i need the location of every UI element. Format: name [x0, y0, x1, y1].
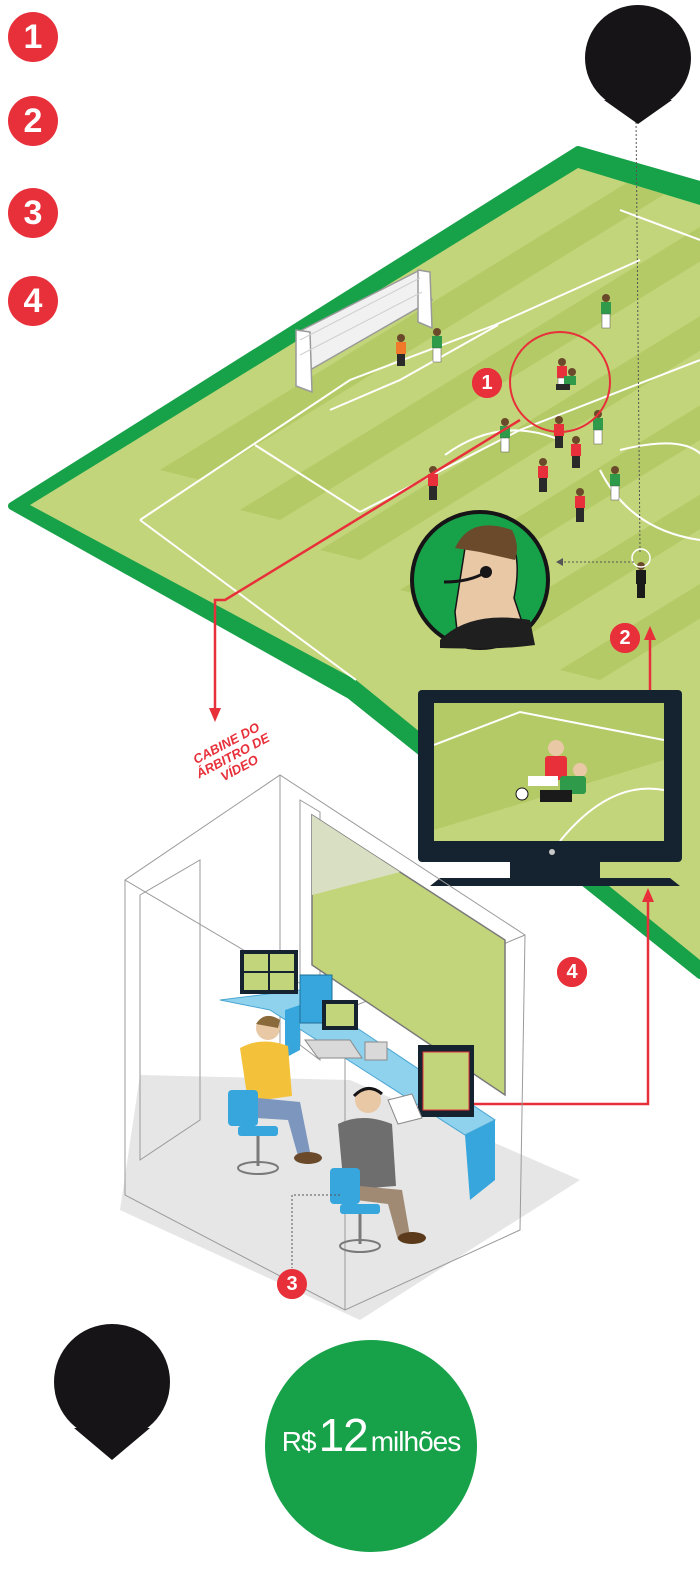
arrow-icon — [209, 708, 221, 722]
incident-highlight — [509, 331, 611, 433]
arrow-icon — [642, 888, 654, 902]
flow-arrows — [213, 418, 652, 1106]
chair — [330, 1168, 381, 1253]
operator-yellow-shirt — [240, 1015, 322, 1164]
player-green — [432, 328, 442, 363]
players — [396, 294, 646, 598]
review-monitor — [418, 690, 682, 886]
goal — [295, 268, 433, 394]
scene-badge-1-label: 1 — [472, 368, 502, 398]
player-red — [575, 488, 585, 522]
step-badge-3: 3 — [8, 188, 58, 238]
chair — [228, 1090, 279, 1175]
player-green — [601, 294, 611, 329]
arrow-icon — [556, 558, 563, 566]
goalkeeper — [396, 334, 406, 366]
cost-currency: R$ — [281, 1426, 317, 1457]
arrow-icon — [644, 626, 656, 640]
pin-line — [635, 117, 641, 553]
player-green — [500, 418, 510, 453]
step-badge-1: 1 — [8, 12, 58, 62]
referee-highlight — [631, 548, 651, 568]
step-badge-2: 2 — [8, 96, 58, 146]
scene-badge-4-label: 4 — [557, 957, 587, 987]
var-booth — [120, 774, 580, 1320]
cost-unit: milhões — [370, 1426, 461, 1457]
scene-badge-2-label: 2 — [610, 623, 640, 653]
referee-headset-icon — [410, 510, 550, 650]
location-pin-icon — [54, 1324, 170, 1460]
player-red — [538, 458, 548, 492]
cost-amount: 12 — [318, 1409, 369, 1461]
scene-badge-3-label: 3 — [277, 1269, 307, 1299]
location-pin-icon — [585, 5, 691, 124]
player-red — [554, 416, 564, 448]
player-green — [610, 466, 620, 501]
referee — [636, 562, 646, 598]
player-green-tackling — [556, 368, 576, 390]
player-red — [571, 436, 581, 468]
step-badge-4: 4 — [8, 276, 58, 326]
